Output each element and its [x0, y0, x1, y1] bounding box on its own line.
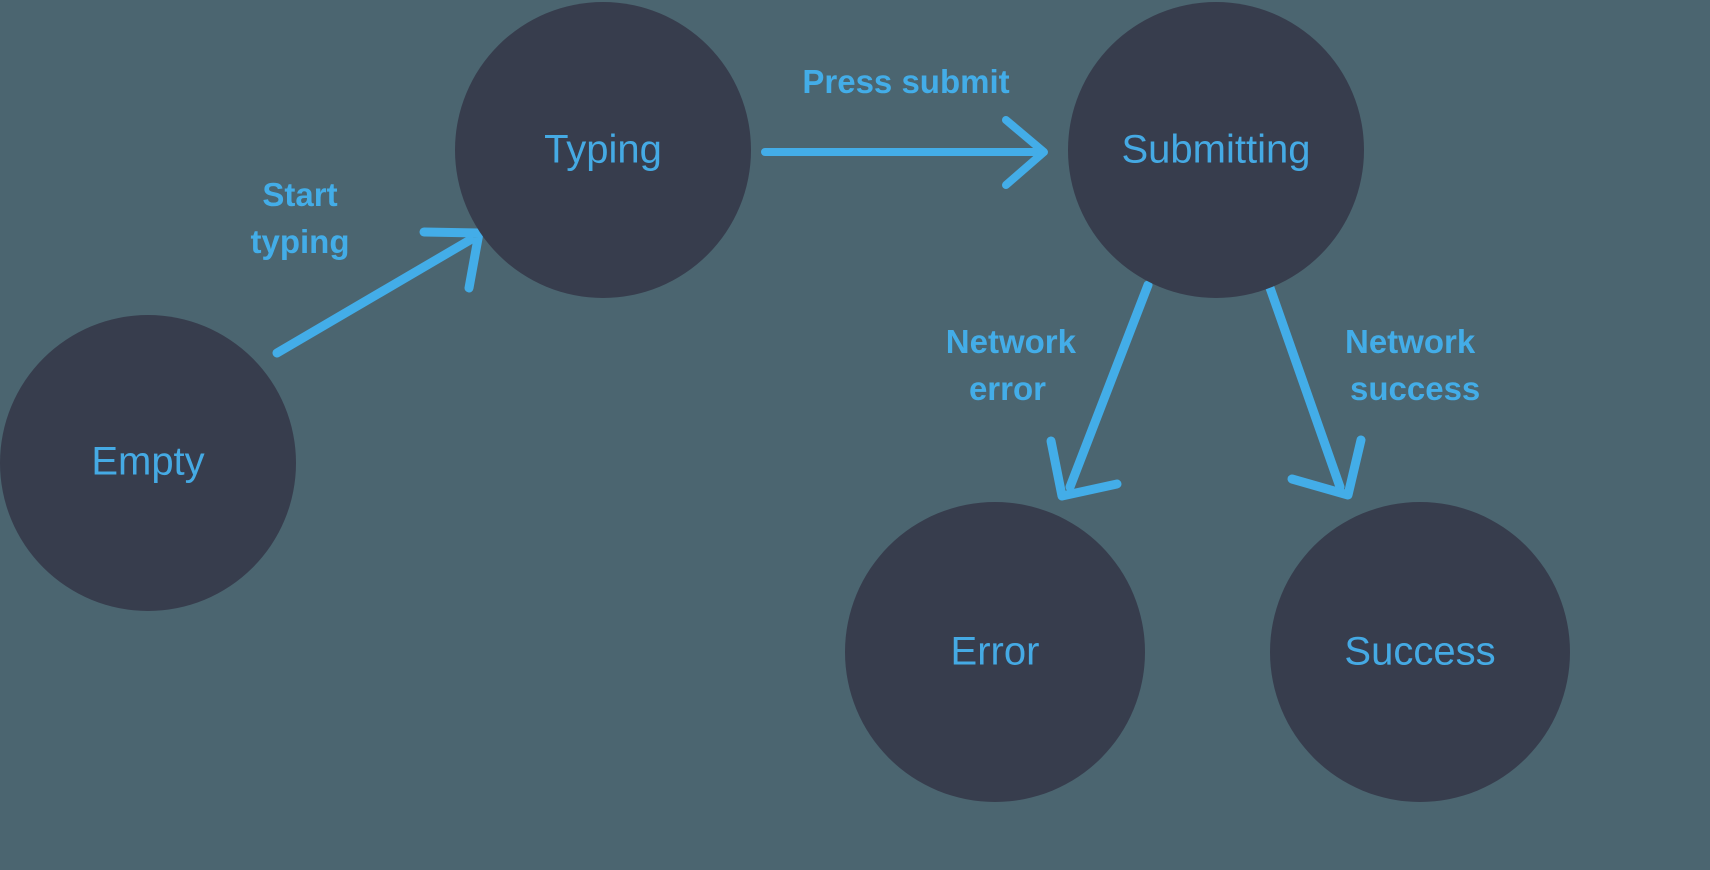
transition-label-network-success-line2: success — [1350, 370, 1480, 407]
transition-network-success-line — [1264, 280, 1345, 492]
state-node-typing-circle — [455, 2, 751, 298]
state-node-error-circle — [845, 502, 1145, 802]
state-node-error[interactable]: Error — [845, 502, 1145, 802]
transition-label-press-submit: Press submit — [802, 63, 1009, 100]
state-node-submitting-circle — [1068, 2, 1364, 298]
transition-label-network-error-line1: Network — [946, 323, 1077, 360]
state-node-success-label: Success — [1344, 630, 1495, 674]
transition-label-network-success: Network success — [1345, 323, 1480, 407]
state-node-error-label: Error — [951, 630, 1040, 674]
transition-network-error-arrowhead — [1046, 436, 1122, 501]
state-node-typing[interactable]: Typing — [455, 2, 751, 298]
state-node-empty-circle — [0, 315, 296, 611]
transition-label-network-error: Network error — [946, 323, 1077, 407]
transition-start-typing-arrowhead — [419, 227, 484, 293]
transition-press-submit[interactable] — [761, 116, 1048, 189]
state-node-success-circle — [1270, 502, 1570, 802]
state-node-submitting[interactable]: Submitting — [1068, 2, 1364, 298]
transition-label-press-submit-line1: Press submit — [802, 63, 1009, 100]
transition-start-typing-line — [272, 235, 475, 358]
transition-network-error-line — [1065, 280, 1153, 492]
transition-label-network-success-line1: Network — [1345, 323, 1476, 360]
transition-label-network-error-line2: error — [969, 370, 1046, 407]
transition-network-success[interactable] — [1264, 280, 1366, 500]
transition-network-error[interactable] — [1046, 280, 1153, 501]
state-node-typing-label: Typing — [544, 128, 662, 172]
state-node-submitting-label: Submitting — [1122, 128, 1311, 172]
transition-network-success-arrowhead — [1287, 435, 1366, 500]
transition-label-start-typing-line1: Start — [262, 176, 337, 213]
transition-label-start-typing-line2: typing — [251, 223, 350, 260]
state-node-empty[interactable]: Empty — [0, 315, 296, 611]
transition-start-typing[interactable] — [272, 227, 484, 358]
transition-press-submit-arrowhead — [1002, 116, 1048, 189]
state-node-success[interactable]: Success — [1270, 502, 1570, 802]
transition-label-start-typing: Start typing — [251, 176, 350, 260]
state-node-empty-label: Empty — [91, 440, 204, 484]
